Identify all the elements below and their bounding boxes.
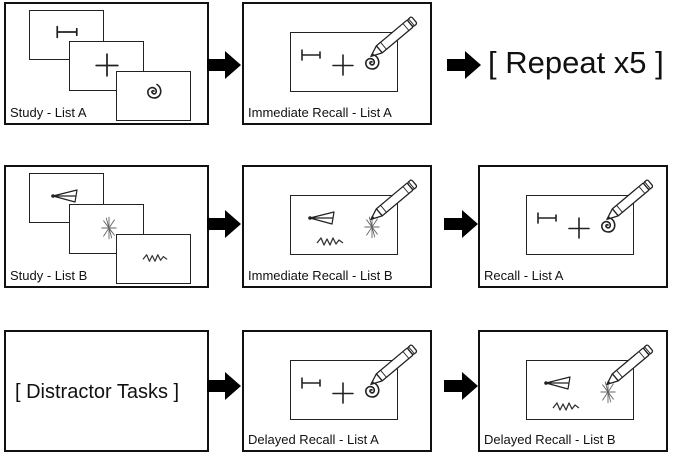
figure-triangle-icon: [50, 188, 80, 204]
repeat-x5-text: [ Repeat x5 ]: [488, 45, 664, 80]
figure-t-icon: [299, 47, 323, 63]
pencil-icon: [598, 338, 662, 392]
arrow-right-icon: [207, 210, 241, 238]
immediate-recall-list-a-label: Immediate Recall - List A: [248, 105, 392, 120]
immediate-recall-list-b-label: Immediate Recall - List B: [248, 268, 393, 283]
figure-triangle-icon: [543, 375, 573, 391]
stimulus-card-1: [29, 10, 104, 60]
pencil-icon: [362, 173, 426, 227]
delayed-recall-list-b-panel: Delayed Recall - List B: [478, 330, 668, 452]
study-list-a-label: Study - List A: [10, 105, 87, 120]
figure-cross-icon: [331, 381, 355, 405]
figure-t-icon: [54, 23, 80, 41]
delayed-recall-list-a-label: Delayed Recall - List A: [248, 432, 379, 447]
pencil-icon: [362, 10, 426, 64]
figure-cross-icon: [567, 216, 591, 240]
stimulus-card-3: [116, 71, 191, 121]
study-list-b-panel: Study - List B: [4, 165, 209, 288]
arrow-right-icon: [447, 51, 481, 79]
study-list-a-panel: Study - List A: [4, 2, 209, 125]
distractor-tasks-text: [ Distractor Tasks ]: [15, 381, 180, 403]
figure-triangle-icon: [307, 210, 337, 226]
figure-spiral-icon: [141, 80, 165, 104]
figure-zigzag-icon: [551, 399, 581, 413]
figure-zigzag-icon: [141, 251, 169, 264]
immediate-recall-list-b-panel: Immediate Recall - List B: [242, 165, 432, 288]
delayed-recall-list-b-label: Delayed Recall - List B: [484, 432, 616, 447]
study-list-b-label: Study - List B: [10, 268, 88, 283]
pencil-icon: [362, 338, 426, 392]
delayed-recall-list-a-panel: Delayed Recall - List A: [242, 330, 432, 452]
arrow-right-icon: [207, 51, 241, 79]
stimulus-card-3: [116, 234, 191, 284]
figure-t-icon: [299, 375, 323, 391]
arrow-right-icon: [207, 372, 241, 400]
arrow-right-icon: [444, 372, 478, 400]
figure-zigzag-icon: [315, 234, 345, 248]
recall-list-a-panel: Recall - List A: [478, 165, 668, 288]
pencil-icon: [598, 173, 662, 227]
distractor-tasks-panel: [ Distractor Tasks ]: [4, 330, 209, 452]
figure-cross-icon: [331, 53, 355, 77]
arrow-right-icon: [444, 210, 478, 238]
recall-list-a-label: Recall - List A: [484, 268, 564, 283]
figure-t-icon: [535, 210, 559, 226]
immediate-recall-list-a-panel: Immediate Recall - List A: [242, 2, 432, 125]
